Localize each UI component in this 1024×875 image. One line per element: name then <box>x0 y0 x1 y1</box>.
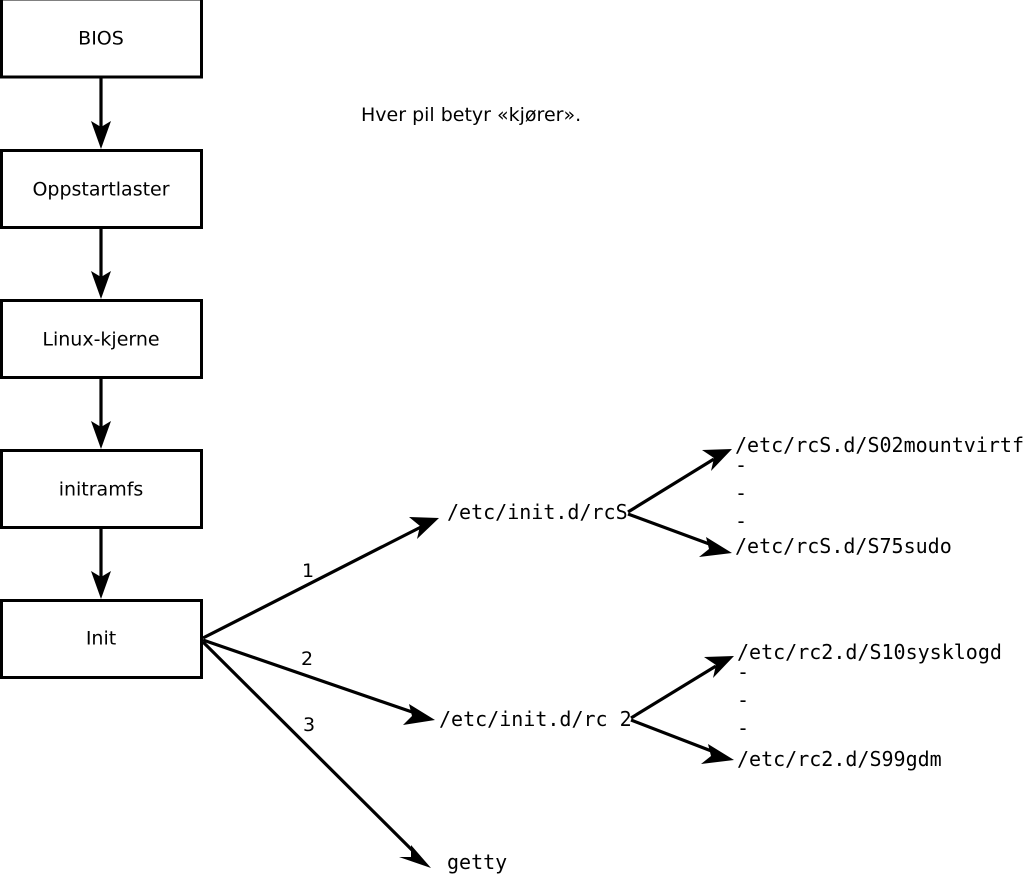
edge-bios-to-bootloader <box>91 77 111 149</box>
node-bootloader: Oppstartlaster <box>0 149 203 229</box>
node-bios-box <box>0 0 203 79</box>
label-rcs-ellipsis-2: - <box>735 481 747 505</box>
edge-bootloader-to-kernel <box>91 227 111 299</box>
label-rc2-ellipsis-3: - <box>737 716 749 740</box>
edge-rc2-to-last-script <box>630 718 734 764</box>
label-rcs-last-script: /etc/rcS.d/S75sudo <box>735 534 952 558</box>
label-rcs-first-script: /etc/rcS.d/S02mountvirtfs <box>735 433 1024 457</box>
edge-init-to-getty: 3 <box>201 640 431 868</box>
arrow-head-icon <box>699 537 732 557</box>
edge-label-2: 2 <box>301 648 313 670</box>
arrow-head-icon <box>701 744 734 764</box>
edge-label-1: 1 <box>302 560 314 582</box>
node-initramfs-box <box>0 449 203 529</box>
node-kernel-label: Linux-kjerne <box>42 329 159 351</box>
label-rc2-last-script: /etc/rc2.d/S99gdm <box>737 747 942 771</box>
label-rc2-ellipsis-1: - <box>737 660 749 684</box>
arrow-head-icon <box>91 421 111 449</box>
edge-initramfs-to-init <box>91 527 111 599</box>
edge-label-3: 3 <box>303 714 315 736</box>
diagram-caption: Hver pil betyr «kjører». <box>361 104 581 126</box>
arrow-head-icon <box>409 517 439 539</box>
arrow-head-icon <box>91 571 111 599</box>
arrow-head-icon <box>704 656 734 678</box>
edge-rc2-to-first-script <box>630 656 734 720</box>
arrow-head-icon <box>91 271 111 299</box>
edge-init-to-rcs: 1 <box>202 517 439 640</box>
node-bios-label: BIOS <box>78 28 124 50</box>
label-getty: getty <box>447 850 507 874</box>
node-initramfs-label: initramfs <box>59 479 144 501</box>
arrow-head-icon <box>399 845 431 868</box>
edge-rcs-to-first-script <box>627 449 732 514</box>
edge-rcs-to-last-script <box>627 512 732 557</box>
node-bios: BIOS <box>0 0 203 79</box>
label-init-d-rcs: /etc/init.d/rcS <box>447 500 628 524</box>
label-rc2-ellipsis-2: - <box>737 688 749 712</box>
node-bootloader-box <box>0 149 203 229</box>
arrow-head-icon <box>702 449 732 471</box>
arrow-head-icon <box>91 121 111 149</box>
edge-kernel-to-initramfs <box>91 377 111 449</box>
edge-init-to-rc2: 2 <box>202 638 435 725</box>
label-rcs-ellipsis-1: - <box>735 453 747 477</box>
node-bootloader-label: Oppstartlaster <box>32 179 169 201</box>
node-kernel: Linux-kjerne <box>0 299 203 379</box>
label-init-d-rc2: /etc/init.d/rc 2 <box>439 707 632 731</box>
node-init: Init <box>0 599 203 679</box>
label-rcs-ellipsis-3: - <box>735 509 747 533</box>
node-init-label: Init <box>86 628 116 650</box>
node-init-box <box>0 599 203 679</box>
node-initramfs: initramfs <box>0 449 203 529</box>
label-rc2-first-script: /etc/rc2.d/S10sysklogd <box>737 640 1002 664</box>
arrow-head-icon <box>403 704 435 725</box>
